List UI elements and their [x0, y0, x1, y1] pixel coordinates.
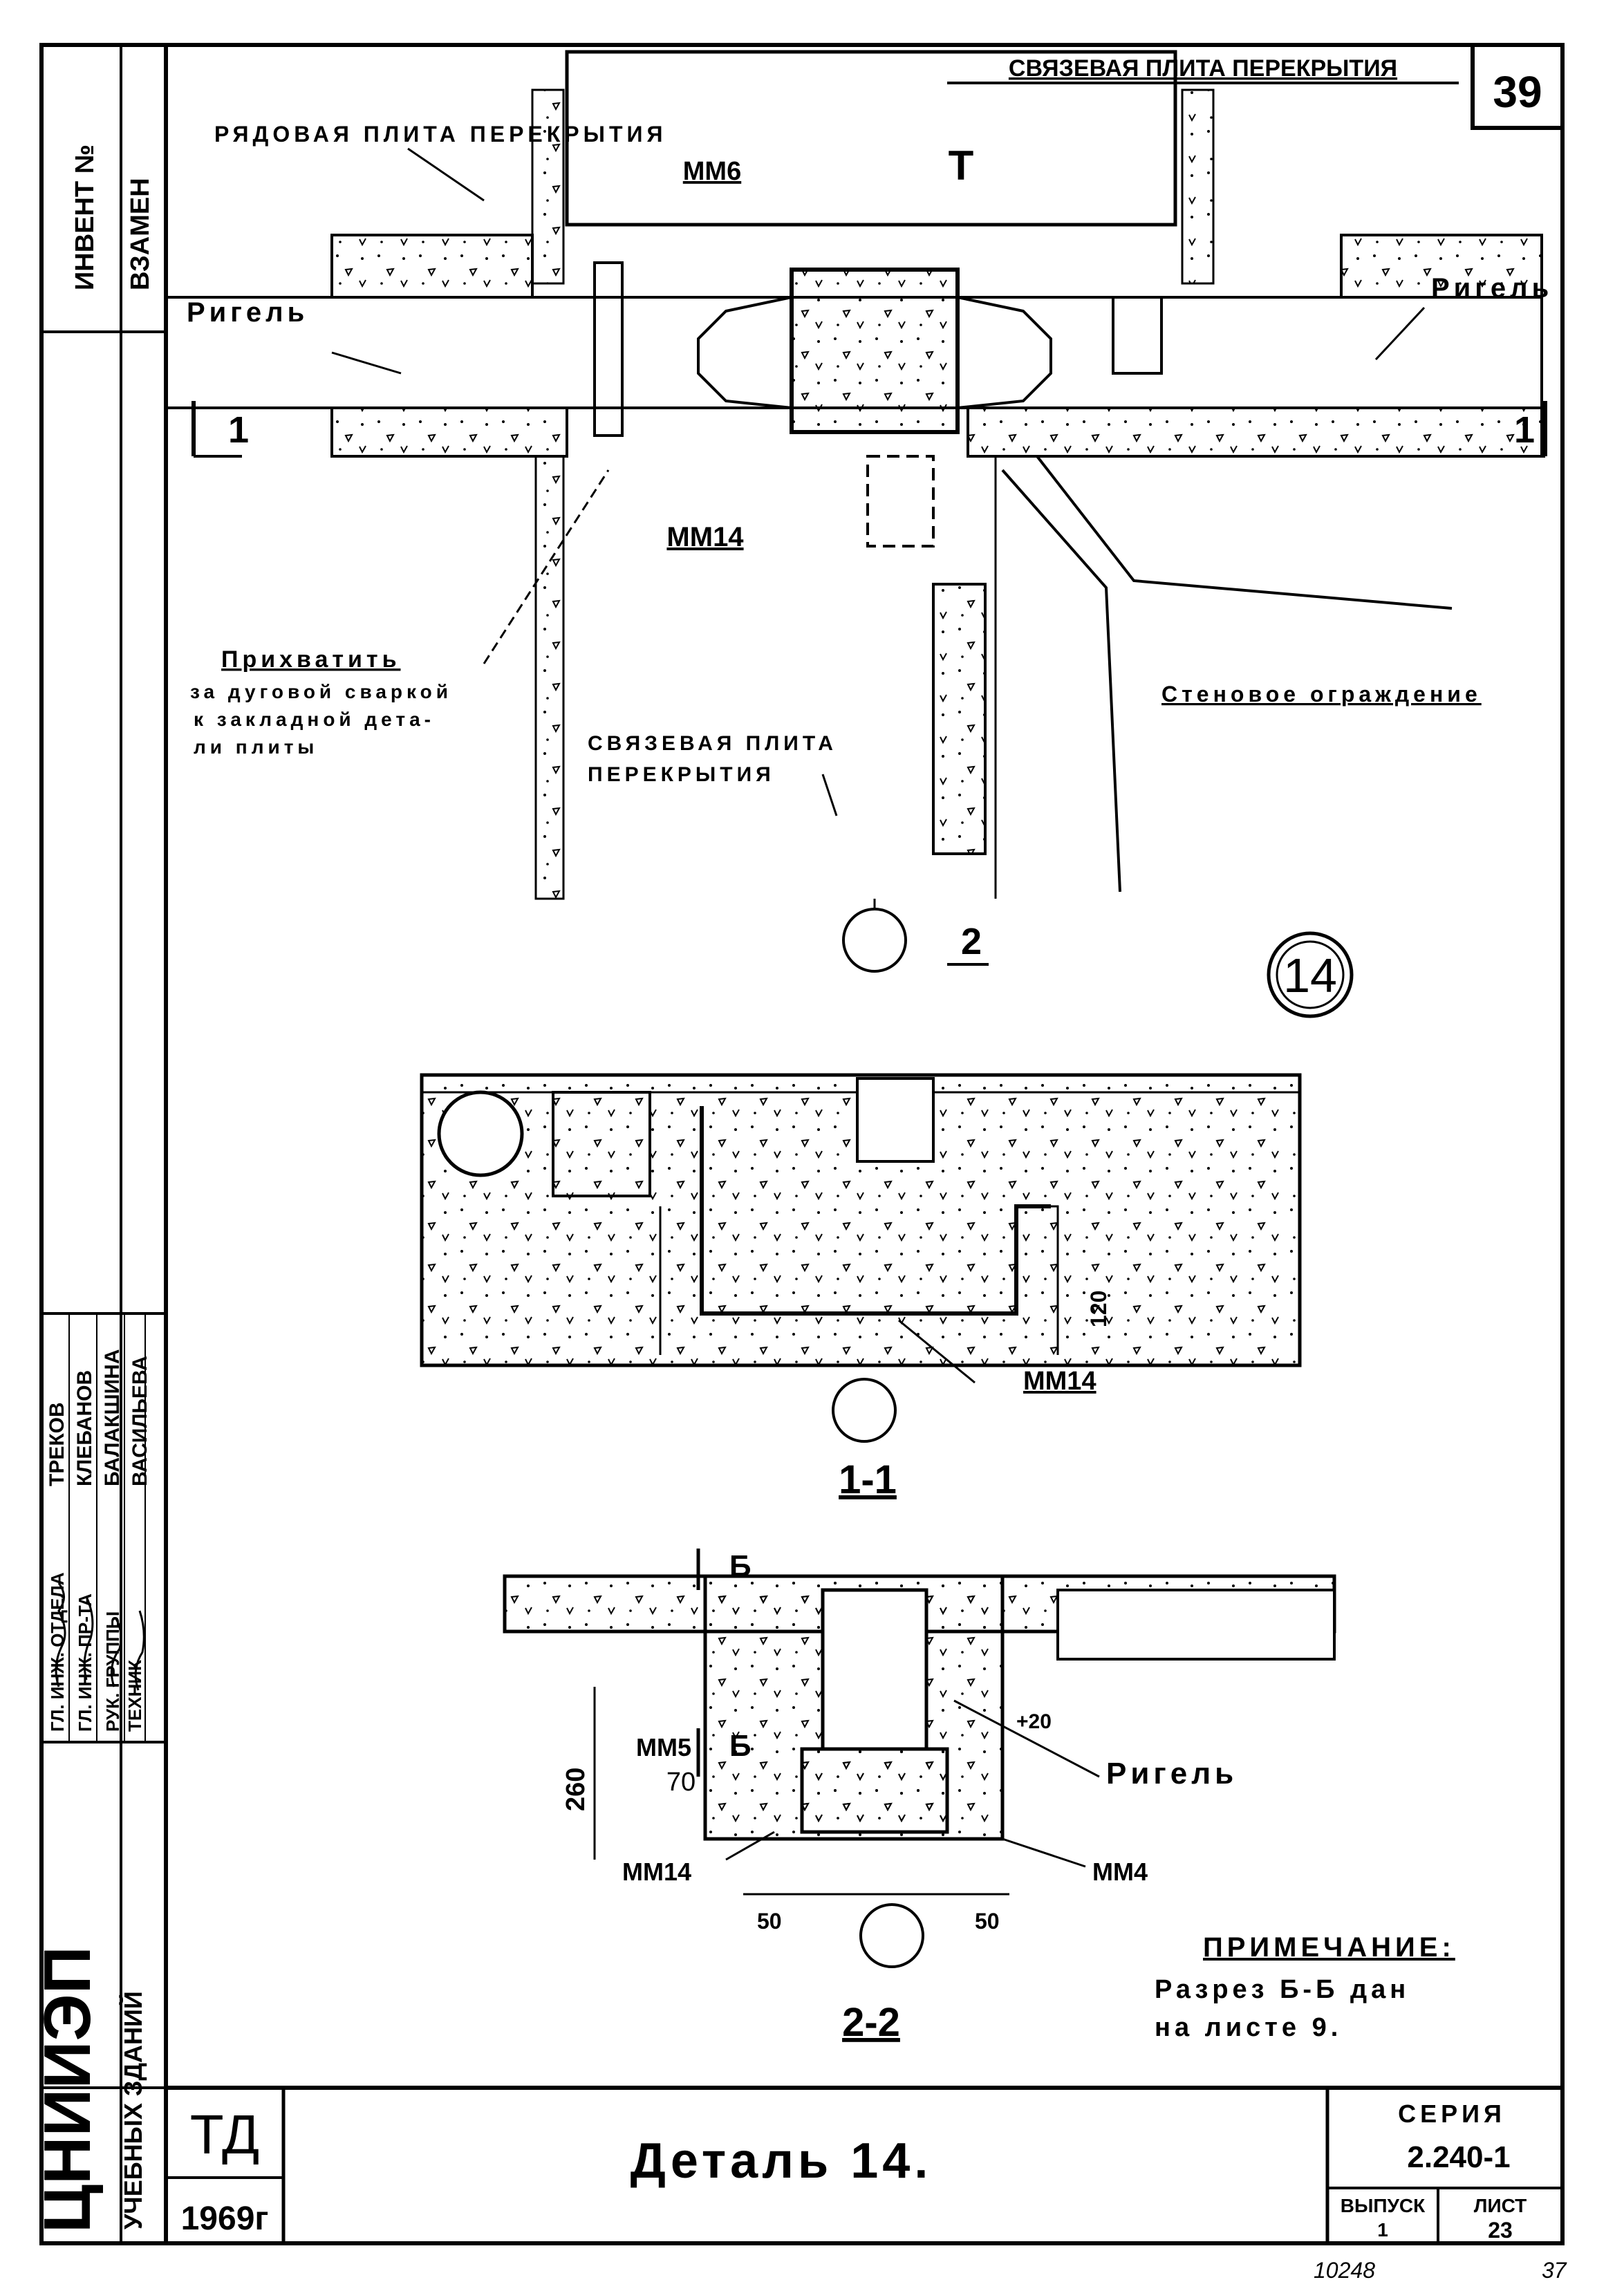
org-subtitle: УЧЕБНЫХ ЗДАНИЙ	[118, 1991, 147, 2229]
sheet-value: 23	[1488, 2218, 1513, 2243]
section-2-2-title: 2-2	[842, 2000, 900, 2045]
section-2-2: Б Б ММ5 260 70 +20 Ригель ММ14 ММ4 50 50…	[503, 1549, 1336, 2045]
doc-code: ТД	[190, 2104, 259, 2165]
plan-view: СВЯЗЕВАЯ ПЛИТА ПЕРЕКРЫТИЯ ММ6 Т РЯДОВАЯ …	[165, 50, 1553, 1018]
wall-enclosure-label: Стеновое ограждение	[1161, 682, 1482, 707]
signature-4	[134, 1610, 145, 1691]
section-1-mark-left: 1	[228, 409, 249, 451]
mm14-label-plan: ММ14	[666, 522, 744, 552]
section-1-1-title: 1-1	[839, 1457, 897, 1502]
sheet-number: 39	[1493, 67, 1542, 117]
bond-slab-label-2: ПЕРЕКРЫТИЯ	[588, 763, 775, 786]
detail-title: Деталь 14.	[631, 2133, 933, 2189]
bond-slab-label-1: СВЯЗЕВАЯ ПЛИТА	[588, 732, 837, 755]
mm5-label: ММ5	[636, 1733, 691, 1761]
note-block: ПРИМЕЧАНИЕ: Разрез Б-Б дан на листе 9.	[1155, 1932, 1455, 2042]
note-title: ПРИМЕЧАНИЕ:	[1203, 1932, 1455, 1963]
sheet-number-box: 39	[1471, 43, 1565, 130]
dim-50-right: 50	[975, 1909, 1000, 1934]
rigel-label-section-2: Ригель	[1106, 1757, 1238, 1790]
series-label: СЕРИЯ	[1398, 2100, 1506, 2128]
section-b-mark-top: Б	[729, 1549, 752, 1583]
bond-slab-top	[565, 50, 1177, 227]
detail-number-circle	[1267, 931, 1354, 1018]
weld-note-line-1: Прихватить	[221, 646, 400, 673]
section-b-mark-bottom: Б	[729, 1729, 752, 1763]
rowing-slab-label: РЯДОВАЯ ПЛИТА ПЕРЕКРЫТИЯ	[214, 122, 667, 147]
rigel-label-left: Ригель	[187, 297, 308, 328]
mm14-label-section-2: ММ14	[622, 1858, 691, 1886]
sheet-frame	[39, 43, 1565, 2245]
section-2-mark: 2	[961, 921, 982, 962]
section-2-circle	[842, 908, 907, 973]
column-plan	[790, 268, 960, 434]
weld-note-line-2: за дуговой сваркой	[190, 681, 452, 702]
signature-2	[83, 1596, 94, 1681]
dim-260: 260	[561, 1768, 590, 1811]
note-line-2: на листе 9.	[1155, 2013, 1342, 2042]
side-stamp: ИНВЕНТ № ВЗАМЕН ГЛ. ИНЖ. ОТДЕЛА ГЛ. ИНЖ.…	[30, 144, 166, 2233]
mm14-label-section-1: ММ14	[1023, 1367, 1096, 1396]
dim-120: 120	[1086, 1291, 1111, 1327]
stamp-roles: ГЛ. ИНЖ. ОТДЕЛА ГЛ. ИНЖ. ПР-ТА РУК. ГРУП…	[46, 1313, 151, 1742]
section-1-mark-right: 1	[1514, 409, 1535, 451]
dim-70: 70	[666, 1768, 696, 1797]
replace-label: ВЗАМЕН	[126, 178, 155, 290]
section-1-1: 120 ММ14 1-1	[420, 1073, 1302, 1502]
page-number: 37	[1542, 2258, 1567, 2283]
name-2: КЛЕБАНОВ	[73, 1370, 96, 1486]
issue-label: ВЫПУСК	[1341, 2195, 1426, 2216]
issue-value: 1	[1377, 2219, 1388, 2241]
weld-note-line-3: к закладной дета-	[194, 709, 435, 730]
mm4-label: ММ4	[1092, 1858, 1148, 1886]
year: 1969г	[181, 2200, 269, 2237]
t-mark: Т	[949, 142, 974, 189]
name-4: ВАСИЛЬЕВА	[129, 1356, 151, 1486]
name-1: ТРЕКОВ	[46, 1402, 68, 1486]
weld-note-line-4: ли плиты	[194, 736, 318, 758]
bond-slab-title: СВЯЗЕВАЯ ПЛИТА ПЕРЕКРЫТИЯ	[1009, 55, 1397, 82]
inventory-number: 10248	[1314, 2258, 1375, 2283]
org-name: ЦНИИЭП	[30, 1946, 104, 2233]
name-3: БАЛАКШИНА	[101, 1349, 124, 1486]
dim-20: +20	[1016, 1710, 1052, 1733]
signature-1	[55, 1582, 66, 1687]
detail-number: 14	[1283, 948, 1337, 1002]
title-block: ТД 1969г Деталь 14. СЕРИЯ 2.240-1 ВЫПУСК…	[166, 2086, 1567, 2283]
signature-3	[110, 1617, 122, 1687]
dim-50-left: 50	[757, 1909, 782, 1934]
mm6-label: ММ6	[683, 157, 741, 186]
rigel-label-right: Ригель	[1431, 273, 1553, 303]
sheet-label: ЛИСТ	[1474, 2195, 1527, 2216]
inventory-label: ИНВЕНТ №	[71, 144, 100, 290]
note-line-1: Разрез Б-Б дан	[1155, 1975, 1410, 2004]
series-value: 2.240-1	[1407, 2140, 1510, 2174]
